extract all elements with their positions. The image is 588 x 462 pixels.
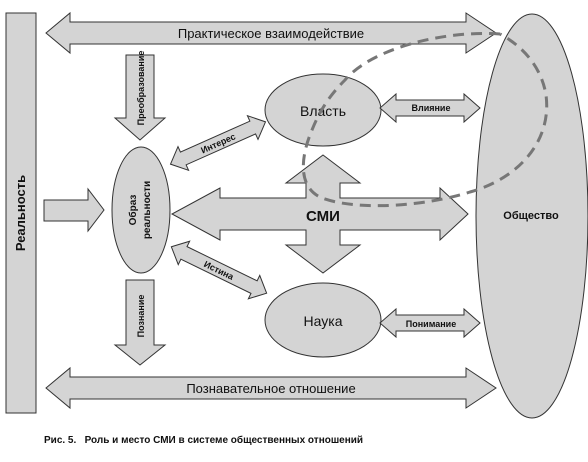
image-label-line1: Образ bbox=[127, 195, 139, 226]
image-of-reality-ellipse: Образ реальности bbox=[111, 146, 171, 274]
dashed-influence-curve bbox=[301, 32, 549, 208]
cognition-label: Познание bbox=[136, 295, 146, 338]
cognitive-relation-label: Познавательное отношение bbox=[186, 381, 355, 396]
interest-arrow: Интерес bbox=[169, 114, 267, 172]
reality-bar: Реальность bbox=[5, 12, 37, 414]
society-label: Общество bbox=[503, 210, 559, 222]
figure-caption: Рис. 5. Роль и место СМИ в системе общес… bbox=[44, 434, 363, 446]
media-label: СМИ bbox=[306, 208, 340, 225]
power-label: Власть bbox=[300, 103, 346, 119]
understanding-label: Понимание bbox=[406, 319, 456, 329]
reality-to-image-arrow bbox=[43, 187, 105, 233]
influence-arrow: Влияние bbox=[379, 92, 481, 124]
cognitive-relation-arrow: Познавательное отношение bbox=[45, 366, 497, 410]
image-label-line2: реальности bbox=[142, 181, 153, 239]
science-ellipse: Наука bbox=[264, 282, 382, 358]
cognition-arrow: Познание bbox=[113, 279, 167, 366]
transformation-arrow: Преобразование bbox=[113, 51, 167, 141]
society-ellipse: Общество bbox=[475, 13, 588, 419]
transformation-label: Преобразование bbox=[136, 51, 146, 126]
reality-label: Реальность bbox=[13, 175, 28, 251]
truth-arrow: Истина bbox=[170, 240, 268, 300]
practical-interaction-arrow: Практическое взаимодействие bbox=[45, 11, 497, 55]
media-cross-arrow: СМИ bbox=[170, 154, 469, 274]
practical-interaction-label: Практическое взаимодействие bbox=[178, 26, 364, 41]
science-label: Наука bbox=[304, 313, 343, 329]
understanding-arrow: Понимание bbox=[379, 307, 481, 339]
influence-label: Влияние bbox=[412, 103, 451, 113]
